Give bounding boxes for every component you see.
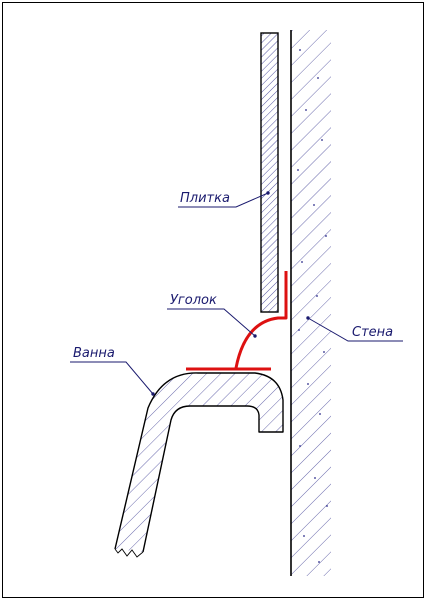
bath-break-line [114,548,144,558]
tile-label: Плитка [180,191,230,206]
corner-profile [186,271,288,371]
corner-label: Уголок [170,293,217,308]
tile-leader [178,192,269,208]
wall-dots [297,49,328,563]
wall-label: Стена [352,325,393,340]
bath-leader [70,361,154,395]
wall-hatch [291,30,331,576]
wall [290,30,331,576]
corner-profile-arc [234,271,288,369]
bath-rim [114,372,284,553]
wall-leader [307,317,403,342]
tile-body [260,32,279,313]
bath-label: Ванна [73,346,115,361]
leaders [70,191,403,396]
corner-leader [167,308,256,337]
bath [114,372,284,558]
tile [260,32,279,313]
